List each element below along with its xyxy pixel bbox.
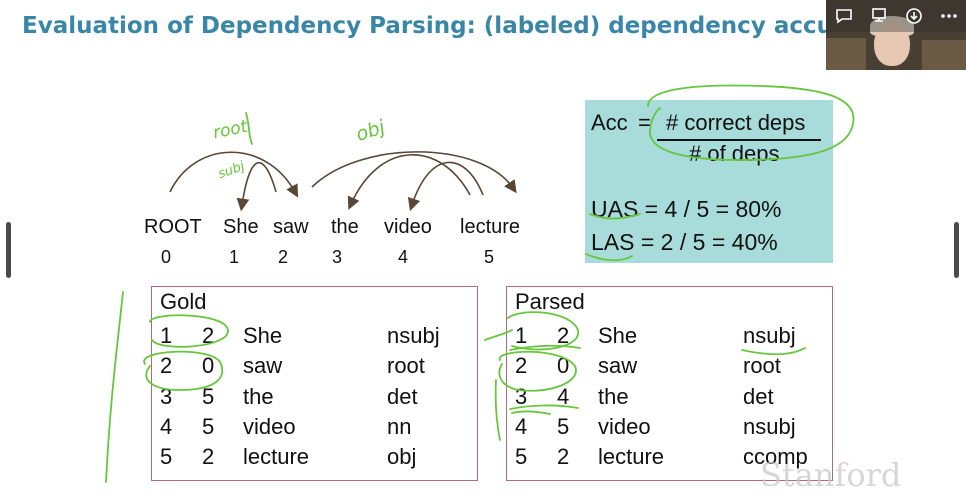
bookshelf [922,40,966,70]
right-scroll-handle[interactable] [954,222,959,278]
chat-icon[interactable] [831,3,857,29]
presenter-video[interactable] [826,0,966,70]
acc-denominator: # of deps [689,141,780,166]
gold-table-title: Gold [160,289,207,314]
acc-equals: = [638,110,651,135]
uas-value: UAS = 4 / 5 = 80% [591,196,782,222]
parsed-row1-label: nsubj [743,323,796,348]
parsed-row5-index: 5 [515,444,528,469]
parsed-row5-word: lecture [598,444,665,469]
presenter-icon[interactable] [866,3,892,29]
parsed-table: Parsed 1 2 She nsubj 2 0 saw root 3 4 th… [506,286,833,481]
arc-subj [236,161,277,212]
video-toolbar [826,0,966,32]
gold-row5-index: 5 [160,444,173,469]
gold-row1-label: nsubj [387,323,440,348]
gold-row3-label: det [387,384,418,409]
tree-index-0: 0 [161,247,172,267]
las-value: LAS = 2 / 5 = 40% [591,229,778,255]
gold-table: Gold 1 2 She nsubj 2 0 saw root 3 5 the … [151,286,478,481]
tree-word-she: She [223,216,259,238]
gold-row2-index: 2 [160,353,173,378]
slide-title: Evaluation of Dependency Parsing: (label… [22,13,842,39]
accuracy-formula-box: Acc = # correct deps # of deps UAS = 4 /… [585,100,833,263]
gold-row4-head: 5 [202,414,215,439]
arc-label-root: root [211,116,250,144]
annotation-gold-margin-line [105,291,124,483]
parsed-row3-index: 3 [515,384,528,409]
gold-row4-word: video [243,414,296,439]
parsed-row5-label: ccomp [743,444,808,469]
tree-word-root: ROOT [144,216,202,238]
parsed-row4-word: video [598,414,651,439]
gold-row5-head: 2 [202,444,215,469]
download-icon[interactable] [901,3,927,29]
tree-index-4: 4 [398,247,409,267]
parsed-row2-head: 0 [557,353,570,378]
stanford-watermark: Stanford [760,456,902,494]
parsed-row4-index: 4 [515,414,528,439]
gold-row2-label: root [387,353,425,378]
more-icon[interactable] [936,3,962,29]
gold-row1-word: She [243,323,283,348]
tree-index-5: 5 [484,247,495,267]
arc-det [347,154,471,210]
gold-row5-label: obj [387,444,417,469]
parsed-row1-word: She [598,323,638,348]
gold-row1-index: 1 [160,323,173,348]
gold-row2-head: 0 [202,353,215,378]
parsed-row2-label: root [743,353,781,378]
parsed-row4-label: nsubj [743,414,796,439]
arc-label-obj: obj [353,116,388,146]
parsed-row5-head: 2 [557,444,570,469]
gold-row1-head: 2 [202,323,215,348]
parsed-table-title: Parsed [515,289,585,314]
parsed-row1-index: 1 [515,323,528,348]
parsed-row3-head: 4 [557,384,570,409]
parsed-row1-head: 2 [557,323,570,348]
gold-row4-index: 4 [160,414,173,439]
parsed-row4-head: 5 [557,414,570,439]
bookshelf [826,38,866,70]
gold-row3-head: 5 [202,384,215,409]
left-scroll-handle[interactable] [6,222,11,278]
arc-nn [407,161,484,212]
tree-index-1: 1 [229,247,240,267]
parsed-row2-word: saw [598,353,638,378]
arc-label-subj: subj [216,158,247,183]
acc-label: Acc [591,110,628,135]
parsed-row3-label: det [743,384,774,409]
gold-row3-word: the [243,384,274,409]
acc-numerator: # correct deps [666,110,806,135]
gold-row3-index: 3 [160,384,173,409]
gold-row5-word: lecture [243,444,310,469]
parsed-row3-word: the [598,384,629,409]
arc-obj [311,151,517,194]
tree-word-the: the [331,216,359,238]
gold-row2-word: saw [243,353,283,378]
presenter-face [874,22,910,66]
tree-word-lecture: lecture [460,216,521,238]
parsed-row2-index: 2 [515,353,528,378]
tree-word-video: video [384,216,432,238]
annotation-parsed-margin-tick [494,379,501,441]
tree-index-3: 3 [332,247,343,267]
tree-word-saw: saw [273,216,309,238]
gold-row4-label: nn [387,414,412,439]
tree-index-2: 2 [278,247,289,267]
